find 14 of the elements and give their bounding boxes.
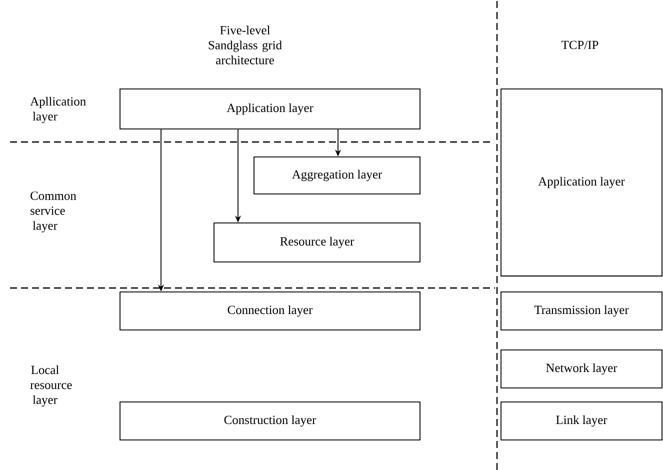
layer-box: Application layer: [120, 88, 420, 130]
layer-label: Common service layer: [30, 192, 76, 232]
layer-box: Connection layer: [120, 292, 420, 330]
layer-box: Resource layer: [214, 222, 420, 262]
layer-box: Network layer: [500, 350, 662, 388]
layer-box: Transmission layer: [500, 292, 662, 330]
layer-box: Link layer: [500, 402, 662, 440]
layer-label: Five-level Sandglass grid architecture: [208, 26, 282, 64]
layer-label: Local resource layer: [30, 365, 72, 407]
layer-box: Construction layer: [120, 402, 420, 440]
layer-box: Aggregation layer: [254, 156, 420, 194]
layer-label: TCP/IP: [562, 40, 598, 50]
layer-box: Application layer: [500, 88, 662, 276]
layer-label: Apllication layer: [30, 96, 86, 124]
